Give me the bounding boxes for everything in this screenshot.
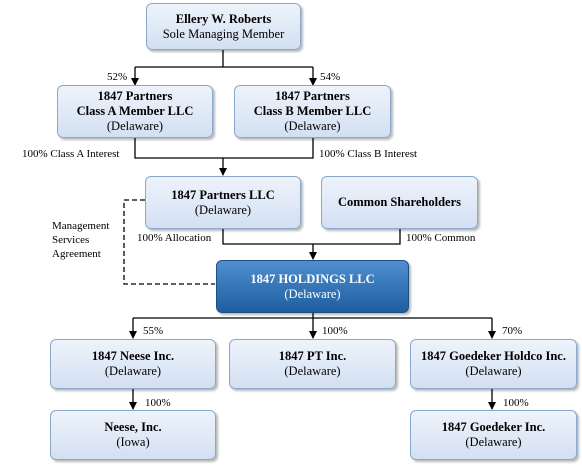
- neese-iowa-subtitle: (Iowa): [116, 435, 150, 449]
- goedeker-inc-box: 1847 Goedeker Inc. (Delaware): [410, 410, 577, 460]
- ellery-roberts-title: Ellery W. Roberts: [175, 11, 272, 26]
- partners-llc-title: 1847 Partners LLC: [171, 187, 275, 202]
- connector-classes-merge: [134, 138, 314, 159]
- ellery-roberts-subtitle: Sole Managing Member: [162, 26, 285, 41]
- neese-inc-1847-box: 1847 Neese Inc. (Delaware): [50, 339, 216, 389]
- partners-llc-box: 1847 Partners LLC (Delaware): [145, 176, 301, 229]
- class-a-interest-label: 100% Class A Interest: [22, 148, 120, 160]
- pct-label-class-a: 52%: [107, 71, 128, 83]
- goedeker-holdco-title: 1847 Goedeker Holdco Inc.: [421, 349, 566, 363]
- goedeker-holdco-subtitle: (Delaware): [465, 364, 522, 378]
- management-label-line3: Agreement: [52, 248, 101, 260]
- holdings-llc-subtitle: (Delaware): [284, 286, 341, 301]
- pct-label-pt-inc: 100%: [322, 325, 348, 337]
- goedeker-inc-subtitle: (Delaware): [465, 435, 522, 449]
- neese-iowa-box: Neese, Inc. (Iowa): [50, 410, 216, 460]
- management-label-line2: Services: [52, 234, 90, 246]
- holdings-llc-title: 1847 HOLDINGS LLC: [250, 271, 375, 286]
- class-b-title-line2: Class B Member LLC: [253, 104, 372, 118]
- neese-iowa-title: Neese, Inc.: [104, 420, 162, 434]
- pct-label-goedeker: 100%: [503, 397, 529, 409]
- pt-inc-title: 1847 PT Inc.: [278, 349, 347, 363]
- neese-inc-1847-subtitle: (Delaware): [104, 364, 162, 378]
- pct-label-neese: 100%: [145, 397, 171, 409]
- connector-owners-merge: [222, 229, 401, 245]
- connector-roberts-split: [135, 50, 313, 68]
- allocation-label: 100% Allocation: [137, 232, 212, 244]
- class-b-title-line1: 1847 Partners: [275, 89, 350, 103]
- management-label-line1: Management: [52, 220, 110, 232]
- management-services-line: [123, 199, 215, 285]
- pt-inc-subtitle: (Delaware): [284, 364, 341, 378]
- class-a-title-line1: 1847 Partners: [97, 89, 173, 103]
- class-a-subtitle: (Delaware): [106, 119, 164, 133]
- pct-label-goedeker-holdco: 70%: [502, 325, 523, 337]
- common-shareholders-title: Common Shareholders: [337, 195, 462, 209]
- common-shareholders-box: Common Shareholders: [321, 176, 478, 229]
- pct-label-neese-inc: 55%: [143, 325, 164, 337]
- connector-holdings-split: [133, 313, 492, 319]
- class-b-subtitle: (Delaware): [284, 119, 341, 133]
- ellery-roberts-box: Ellery W. Roberts Sole Managing Member: [146, 3, 301, 50]
- pt-inc-box: 1847 PT Inc. (Delaware): [229, 339, 396, 389]
- class-a-member-box: 1847 Partners Class A Member LLC (Delawa…: [57, 85, 213, 138]
- pct-label-class-b: 54%: [320, 71, 341, 83]
- neese-inc-1847-title: 1847 Neese Inc.: [91, 349, 175, 363]
- class-b-member-box: 1847 Partners Class B Member LLC (Delawa…: [234, 85, 391, 138]
- class-a-title-line2: Class A Member LLC: [76, 104, 194, 118]
- goedeker-holdco-box: 1847 Goedeker Holdco Inc. (Delaware): [410, 339, 577, 389]
- goedeker-inc-title: 1847 Goedeker Inc.: [441, 420, 546, 434]
- class-b-interest-label: 100% Class B Interest: [319, 148, 418, 160]
- common-label: 100% Common: [406, 232, 476, 244]
- partners-llc-subtitle: (Delaware): [194, 202, 252, 217]
- holdings-llc-box: 1847 HOLDINGS LLC (Delaware): [216, 260, 409, 313]
